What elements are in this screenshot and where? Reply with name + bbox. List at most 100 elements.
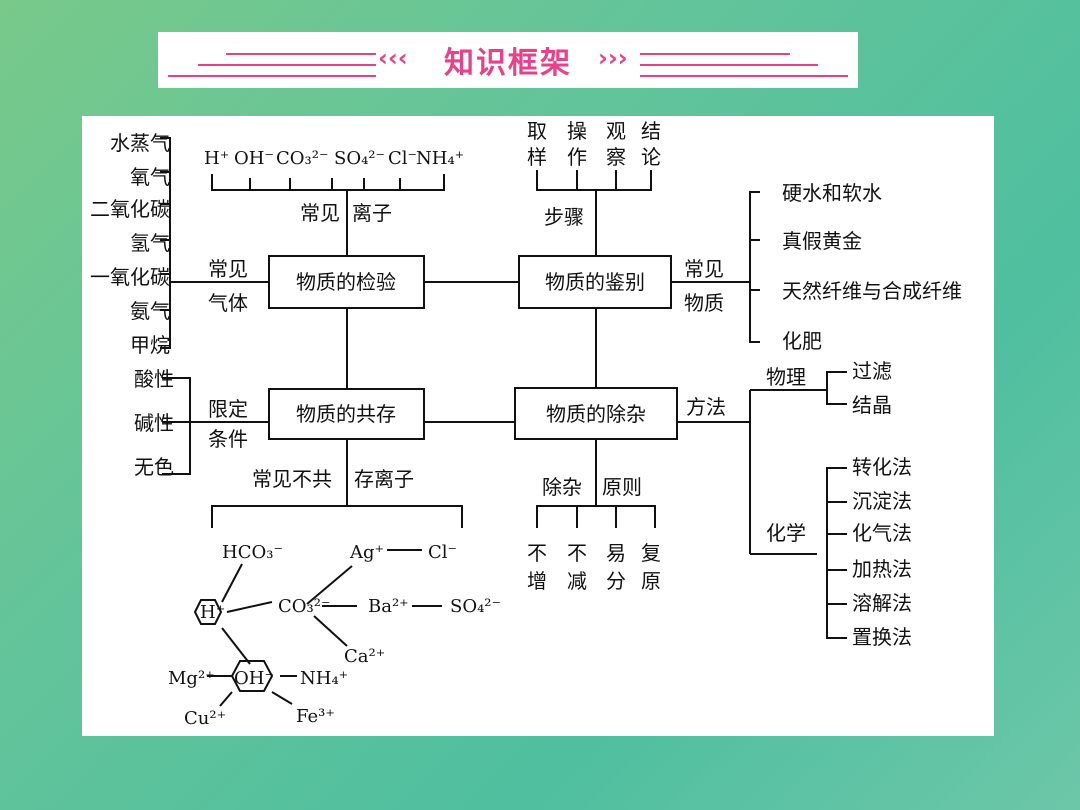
- steps-label: 步骤: [544, 205, 584, 229]
- gas-label-1: 常见: [208, 257, 248, 281]
- ions-label-2: 离子: [352, 201, 392, 225]
- chevron-right-icon: ›››: [598, 44, 628, 72]
- step-char: 取: [527, 119, 547, 143]
- gas-item: 氧气: [130, 165, 170, 189]
- identify-box: [518, 255, 672, 309]
- ion-oh: OH⁻: [234, 668, 274, 689]
- condition-item: 碱性: [134, 411, 174, 435]
- page-title: 知识框架: [444, 46, 572, 81]
- substance-item: 真假黄金: [782, 229, 862, 253]
- ion-list: H⁺ OH⁻ CO₃²⁻ SO₄²⁻ Cl⁻ NH₄⁺: [204, 148, 464, 169]
- connector-lines: [160, 137, 847, 707]
- substance-item: 化肥: [782, 329, 822, 353]
- chemical-item: 溶解法: [852, 591, 912, 615]
- principle-label-2: 原则: [602, 475, 642, 499]
- remove-box: [514, 387, 678, 440]
- ion-fe: Fe³⁺: [296, 706, 335, 727]
- coexist-ions-label-1: 常见不共: [252, 467, 332, 491]
- ion-ag: Ag⁺: [349, 542, 384, 563]
- center-nodes: 物质的检验 物质的鉴别 物质的共存 物质的除杂: [268, 255, 678, 440]
- method-label: 方法: [686, 395, 726, 419]
- step-char: 论: [641, 145, 661, 169]
- chemical-label: 化学: [766, 521, 806, 545]
- chevron-left-icon: ‹‹‹: [378, 44, 408, 72]
- step-char: 作: [567, 145, 587, 169]
- chemical-item: 化气法: [852, 521, 912, 545]
- ion-cu: Cu²⁺: [184, 708, 226, 729]
- principle-char: 分: [606, 569, 626, 593]
- step-char: 操: [567, 119, 587, 143]
- condition-item: 酸性: [134, 367, 174, 391]
- ion-so4: SO₄²⁻: [450, 596, 501, 617]
- condition-item: 无色: [134, 455, 174, 479]
- substance-item: 天然纤维与合成纤维: [782, 279, 962, 303]
- step-char: 观: [606, 119, 626, 143]
- principle-char: 易: [606, 541, 626, 565]
- substances-label-1: 常见: [684, 257, 724, 281]
- conditions-list: 酸性 碱性 无色: [134, 367, 174, 479]
- chemical-item: 加热法: [852, 557, 912, 581]
- node-detect: 物质的检验: [296, 270, 396, 294]
- ion-item: OH⁻: [234, 148, 274, 169]
- step-char: 样: [527, 145, 547, 169]
- physical-item: 过滤: [852, 359, 892, 383]
- ion-mg: Mg²⁺: [168, 668, 215, 689]
- chemical-item: 沉淀法: [852, 489, 912, 513]
- ion-hco3: HCO₃⁻: [222, 542, 283, 563]
- ion-h: H⁺: [200, 602, 225, 623]
- ion-nh4: NH₄⁺: [300, 668, 348, 689]
- chemical-item: 转化法: [852, 455, 912, 479]
- banner-line-left-1: [226, 53, 376, 55]
- ion-item: NH₄⁺: [416, 148, 464, 169]
- cond-label-1: 限定: [208, 397, 248, 421]
- step-char: 察: [606, 145, 626, 169]
- ion-item: SO₄²⁻: [334, 148, 385, 169]
- coexist-ions-label-2: 存离子: [354, 467, 414, 491]
- node-identify: 物质的鉴别: [545, 270, 645, 294]
- h-hexagon-icon: [193, 599, 223, 625]
- gas-item: 甲烷: [130, 333, 170, 357]
- chemical-list: 转化法 沉淀法 化气法 加热法 溶解法 置换法: [852, 455, 912, 649]
- ion-ba: Ba²⁺: [368, 596, 409, 617]
- principle-char: 不: [527, 541, 547, 565]
- banner-line-left-3: [168, 75, 376, 77]
- gas-item: 二氧化碳: [90, 197, 170, 221]
- oh-hexagon-icon: [230, 660, 274, 692]
- substance-item: 硬水和软水: [782, 181, 882, 205]
- ions-label-1: 常见: [300, 201, 340, 225]
- node-remove: 物质的除杂: [546, 402, 646, 426]
- substances-list: 硬水和软水 真假黄金 天然纤维与合成纤维 化肥: [782, 181, 962, 353]
- banner-line-right-1: [640, 53, 790, 55]
- banner-line-left-2: [198, 64, 376, 66]
- banner-line-right-2: [640, 64, 818, 66]
- principle-char: 复: [641, 541, 661, 565]
- gas-item: 水蒸气: [110, 131, 170, 155]
- gas-item: 氢气: [130, 231, 170, 255]
- gas-item: 一氧化碳: [90, 265, 170, 289]
- gas-item: 氨气: [130, 299, 170, 323]
- ion-co3: CO₃²⁻: [278, 596, 330, 617]
- ion-ca: Ca²⁺: [344, 646, 385, 667]
- ion-item: H⁺: [204, 148, 229, 169]
- cond-label-2: 条件: [208, 427, 248, 451]
- ion-network: HCO₃⁻ Ag⁺ Cl⁻ H⁺ CO₃²⁻ Ba²⁺ SO₄²⁻ Ca²⁺ M…: [168, 542, 501, 729]
- step-char: 结: [641, 119, 661, 143]
- ion-item: CO₃²⁻: [276, 148, 328, 169]
- hexagon-icons: [193, 599, 274, 692]
- principle-char: 原: [641, 569, 661, 593]
- coexist-box: [268, 388, 425, 440]
- chemical-item: 置换法: [852, 625, 912, 649]
- detect-box: [268, 255, 425, 309]
- node-coexist: 物质的共存: [296, 402, 396, 426]
- ion-cl: Cl⁻: [428, 542, 457, 563]
- ion-item: Cl⁻: [388, 148, 417, 169]
- principle-char: 减: [567, 569, 587, 593]
- title-banner: ‹‹‹ ››› 知识框架: [158, 32, 858, 88]
- principle-label-1: 除杂: [542, 475, 582, 499]
- banner-line-right-3: [640, 75, 848, 77]
- principle-char: 不: [567, 541, 587, 565]
- gas-label-2: 气体: [208, 291, 248, 315]
- physical-item: 结晶: [852, 393, 892, 417]
- principle-char: 增: [527, 569, 547, 593]
- physical-label: 物理: [766, 365, 806, 389]
